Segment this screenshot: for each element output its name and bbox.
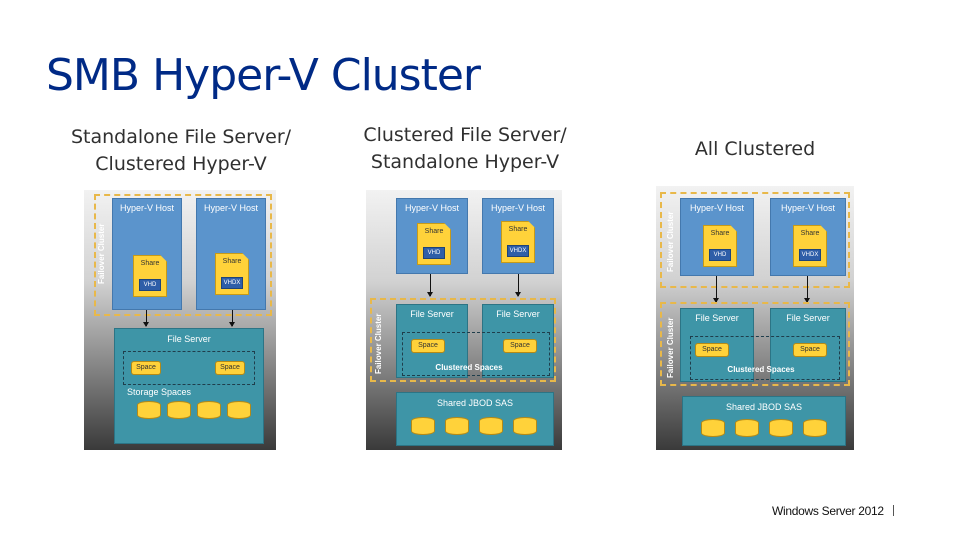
clustered-spaces-boundary (402, 332, 550, 376)
file-server-label: File Server (410, 309, 454, 319)
disk-icon (701, 419, 725, 437)
diagram-clustered-file-server: Hyper-V Host Share VHD Hyper-V Host Shar… (366, 190, 562, 450)
share-label: Share (508, 226, 528, 233)
vhd-disk-icon: VHD (709, 249, 731, 261)
share-label: Share (710, 230, 730, 237)
connection-arrow (804, 276, 810, 303)
hyper-v-host: Hyper-V Host Share VHD (396, 198, 468, 274)
vhd-disk-icon: VHD (139, 279, 161, 291)
share-icon: Share VHDX (793, 225, 827, 267)
storage-space: Space (793, 343, 827, 357)
file-server-block: File Server Space Space Storage Spaces (114, 328, 264, 444)
hyper-v-host-label: Hyper-V Host (689, 203, 744, 213)
clustered-spaces-boundary (690, 336, 840, 380)
disk-icon (227, 401, 251, 419)
heading-line: Standalone Hyper-V (370, 151, 560, 173)
hyper-v-host: Hyper-V Host Share VHDX (482, 198, 554, 274)
share-label: Share (140, 260, 160, 267)
clustered-spaces-label: Clustered Spaces (727, 365, 795, 374)
share-label: Share (222, 258, 242, 265)
storage-spaces-label: Storage Spaces (126, 387, 192, 397)
file-server-block: File Server Space (396, 304, 468, 378)
file-server-block: File Server Space (482, 304, 554, 378)
file-server-label: File Server (695, 313, 739, 323)
connection-arrow (515, 274, 521, 297)
disk-icon (769, 419, 793, 437)
hyper-v-host-label: Hyper-V Host (490, 203, 545, 213)
failover-cluster-label: Failover Cluster (666, 211, 675, 272)
disk-icon (735, 419, 759, 437)
heading-all-clustered: All Clustered (660, 136, 850, 163)
share-label: Share (800, 230, 820, 237)
hyper-v-host: Hyper-V Host Share VHDX (196, 198, 266, 310)
failover-cluster-label: Failover Cluster (97, 223, 106, 284)
storage-space: Space (215, 361, 245, 375)
vhd-disk-icon: VHD (423, 247, 445, 259)
file-server-label: File Server (167, 334, 211, 344)
share-label: Share (424, 228, 444, 235)
page-title: SMB Hyper-V Cluster (46, 50, 481, 101)
failover-cluster-boundary (660, 302, 850, 386)
hyper-v-host: Hyper-V Host Share VHD (680, 198, 754, 276)
heading-line: Standalone File Server/ (70, 126, 292, 148)
failover-cluster-boundary (370, 298, 556, 382)
heading-line: Clustered Hyper-V (95, 153, 267, 175)
shared-jbod-label: Shared JBOD SAS (725, 402, 803, 412)
hyper-v-host-label: Hyper-V Host (780, 203, 835, 213)
connection-arrow (713, 276, 719, 303)
disk-icon (803, 419, 827, 437)
storage-space: Space (695, 343, 729, 357)
file-server-label: File Server (496, 309, 540, 319)
share-icon: Share VHDX (501, 221, 535, 263)
disk-icon (137, 401, 161, 419)
file-server-block: File Server Space (680, 308, 754, 382)
shared-jbod-block: Shared JBOD SAS (396, 392, 554, 446)
clustered-spaces-label: Clustered Spaces (435, 363, 503, 372)
shared-jbod-label: Shared JBOD SAS (436, 398, 514, 408)
disk-icon (513, 417, 537, 435)
vhdx-disk-icon: VHDX (799, 249, 821, 261)
heading-line: All Clustered (694, 138, 816, 160)
file-server-label: File Server (786, 313, 830, 323)
vhdx-disk-icon: VHDX (507, 245, 529, 257)
heading-line: Clustered File Server/ (363, 124, 567, 146)
heading-clustered-file-server: Clustered File Server/ Standalone Hyper-… (340, 122, 590, 176)
disk-icon (479, 417, 503, 435)
hyper-v-host-label: Hyper-V Host (404, 203, 459, 213)
disk-icon (167, 401, 191, 419)
hyper-v-host-label: Hyper-V Host (203, 203, 258, 213)
heading-standalone-file-server: Standalone File Server/ Clustered Hyper-… (56, 124, 306, 178)
failover-cluster-boundary (660, 192, 850, 288)
hyper-v-host-label: Hyper-V Host (119, 203, 174, 213)
share-icon: Share VHD (417, 223, 451, 265)
hyper-v-host: Hyper-V Host Share VHDX (770, 198, 846, 276)
hyper-v-host: Hyper-V Host Share VHD (112, 198, 182, 310)
storage-spaces-boundary (123, 351, 255, 385)
diagram-all-clustered: Failover Cluster Hyper-V Host Share VHD … (656, 186, 854, 450)
storage-space: Space (411, 339, 445, 353)
footer-text: Windows Server 2012 (772, 504, 884, 518)
file-server-block: File Server Space (770, 308, 846, 382)
connection-arrow (143, 310, 149, 327)
connection-arrow (229, 310, 235, 327)
storage-space: Space (503, 339, 537, 353)
diagram-standalone-file-server: Failover Cluster Hyper-V Host Share VHD … (84, 190, 276, 450)
share-icon: Share VHD (133, 255, 167, 297)
share-icon: Share VHDX (215, 253, 249, 295)
storage-space: Space (131, 361, 161, 375)
windows-server-logo: Windows Server 2012 (772, 504, 894, 518)
footer-divider (892, 505, 894, 516)
disk-icon (445, 417, 469, 435)
share-icon: Share VHD (703, 225, 737, 267)
failover-cluster-boundary (94, 194, 272, 316)
disk-icon (411, 417, 435, 435)
connection-arrow (427, 274, 433, 297)
disk-icon (197, 401, 221, 419)
vhdx-disk-icon: VHDX (221, 277, 243, 289)
shared-jbod-block: Shared JBOD SAS (682, 396, 846, 446)
